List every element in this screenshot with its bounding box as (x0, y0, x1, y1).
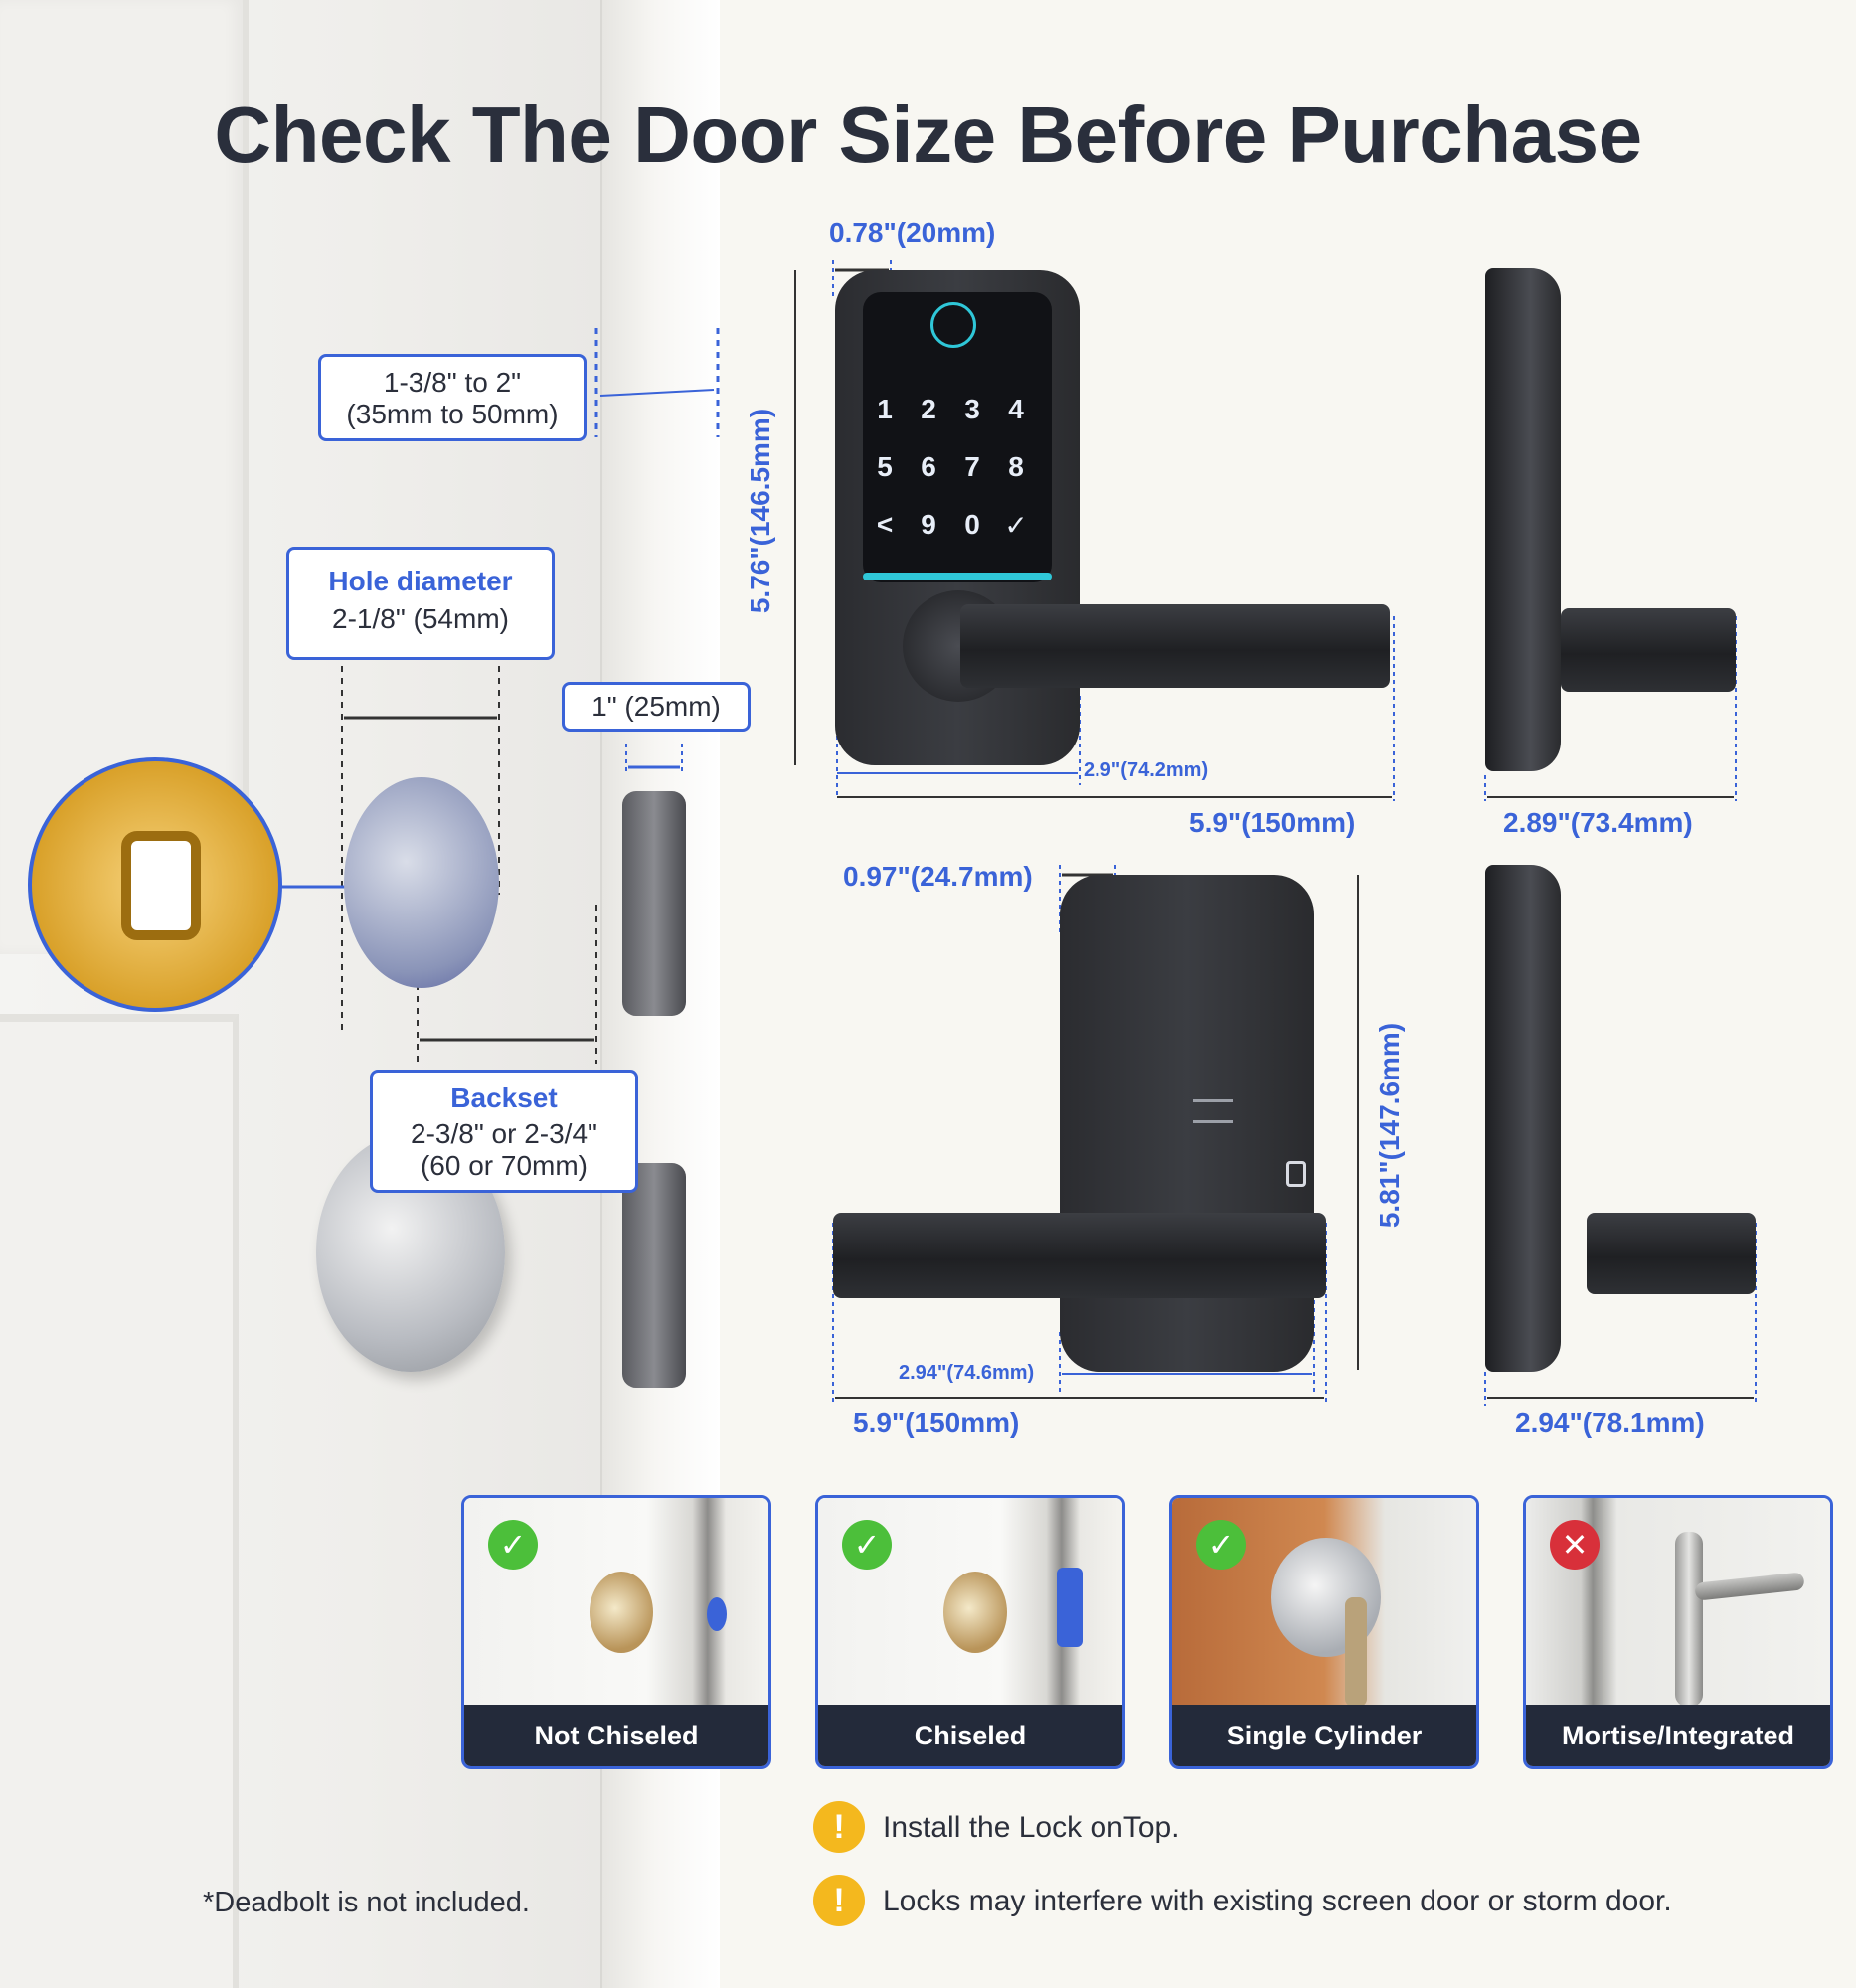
door-thickness-box: 1-3/8" to 2" (35mm to 50mm) (318, 354, 587, 441)
mortise-handle-icon (1694, 1572, 1805, 1601)
side-lever-front (1561, 608, 1736, 692)
back-total-width-label: 5.9"(150mm) (853, 1408, 1020, 1438)
backset-label: Backset (450, 1082, 558, 1113)
battery-slot (1193, 1099, 1233, 1123)
page-title: Check The Door Size Before Purchase (214, 90, 1642, 179)
keypad-glow-bar (863, 573, 1052, 580)
lock-icon (1286, 1161, 1306, 1187)
latch-hole-icon (707, 1597, 727, 1631)
key-confirm: ✓ (1004, 510, 1028, 541)
key-1: 1 (877, 394, 893, 424)
option-card-not-chiseled: ✓ Not Chiseled (461, 1495, 771, 1769)
key-6: 6 (921, 451, 936, 482)
option-label-chiseled: Chiseled (818, 1705, 1122, 1766)
front-side-depth-label: 2.89"(73.4mm) (1503, 807, 1693, 838)
bore-hole-icon (943, 1572, 1007, 1653)
backset-line2: (60 or 70mm) (420, 1150, 589, 1181)
back-side-depth-label: 2.94"(78.1mm) (1515, 1408, 1705, 1438)
option-label-single-cylinder: Single Cylinder (1172, 1705, 1476, 1766)
bore-hole-closeup (344, 777, 499, 988)
back-depth-label: 0.97"(24.7mm) (843, 861, 1033, 892)
option-card-mortise: ✕ Mortise/Integrated (1523, 1495, 1833, 1769)
key-8: 8 (1008, 451, 1024, 482)
front-lever (960, 604, 1390, 688)
hole-diameter-label: Hole diameter (328, 566, 513, 596)
latch-width-value: 1" (25mm) (591, 691, 721, 722)
door-thickness-line1: 1-3/8" to 2" (383, 367, 522, 398)
note-install-on-top: Install the Lock onTop. (883, 1811, 1180, 1844)
zoom-latch-circle (28, 757, 282, 1012)
key-icon (1345, 1597, 1367, 1707)
keypad-keys: 1 2 3 4 5 6 7 8 < 9 0 ✓ (863, 292, 1052, 582)
option-label-not-chiseled: Not Chiseled (464, 1705, 768, 1766)
cross-icon: ✕ (1550, 1520, 1600, 1570)
key-0: 0 (964, 509, 980, 540)
hole-diameter-box: Hole diameter 2-1/8" (54mm) (286, 547, 555, 660)
check-icon: ✓ (842, 1520, 892, 1570)
option-card-chiseled: ✓ Chiseled (815, 1495, 1125, 1769)
bore-hole-icon (590, 1572, 653, 1653)
back-height-label: 5.81"(147.6mm) (1374, 1022, 1405, 1229)
warning-icon: ! (813, 1875, 865, 1926)
hole-diameter-value: 2-1/8" (54mm) (332, 603, 509, 634)
note-screen-door: Locks may interfere with existing screen… (883, 1885, 1672, 1917)
lock-front-view (835, 270, 1080, 765)
door-thickness-line2: (35mm to 50mm) (346, 399, 559, 429)
lock-side-view-front (1485, 268, 1561, 771)
key-4: 4 (1008, 394, 1024, 424)
backset-box: Backset 2-3/8" or 2-3/4" (60 or 70mm) (370, 1070, 638, 1193)
side-lever-back (1587, 1213, 1756, 1294)
keypad (863, 292, 1052, 582)
front-plate-width-label: 2.9"(74.2mm) (1084, 759, 1209, 781)
key-5: 5 (877, 451, 893, 482)
key-7: 7 (964, 451, 980, 482)
footnote: *Deadbolt is not included. (203, 1887, 530, 1918)
latch-plate-upper (622, 791, 686, 1016)
backset-line1: 2-3/8" or 2-3/4" (411, 1118, 597, 1149)
warning-icon: ! (813, 1801, 865, 1853)
mortise-plate-icon (1675, 1532, 1703, 1707)
key-9: 9 (921, 509, 936, 540)
key-back: < (876, 509, 894, 540)
check-icon: ✓ (1196, 1520, 1246, 1570)
option-label-mortise: Mortise/Integrated (1526, 1705, 1830, 1766)
front-height-label: 5.76"(146.5mm) (745, 408, 775, 614)
back-plate-width-label: 2.94"(74.6mm) (899, 1362, 1035, 1384)
option-card-single-cylinder: ✓ Single Cylinder (1169, 1495, 1479, 1769)
latch-width-box: 1" (25mm) (562, 682, 751, 732)
fingerprint-icon (930, 302, 976, 348)
door-panel-lower (0, 1014, 239, 1988)
lock-side-view-back (1485, 865, 1561, 1372)
latch-plate-lower (622, 1163, 686, 1388)
front-depth-label: 0.78"(20mm) (829, 217, 996, 248)
key-3: 3 (964, 394, 980, 424)
front-total-width-label: 5.9"(150mm) (1189, 807, 1356, 838)
key-2: 2 (921, 394, 936, 424)
chiseled-plate-icon (1057, 1568, 1083, 1647)
back-lever (833, 1213, 1326, 1298)
check-icon: ✓ (488, 1520, 538, 1570)
